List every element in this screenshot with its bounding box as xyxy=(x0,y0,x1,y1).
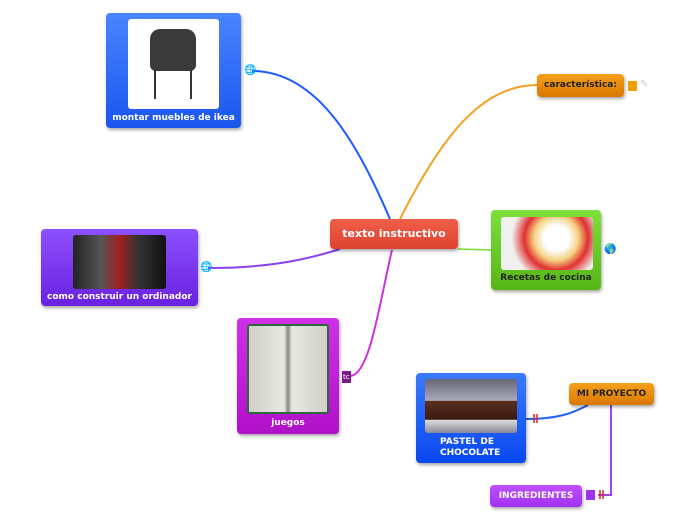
topic-caracteristica[interactable]: característica: xyxy=(537,74,624,97)
cake-image xyxy=(425,379,517,433)
topic-ordinador[interactable]: como construir un ordinador xyxy=(41,229,198,306)
connector-pastel xyxy=(525,404,589,420)
globe-icon[interactable]: 🌐 xyxy=(244,65,257,76)
connector-recetas xyxy=(457,248,492,251)
connector-ingredientes xyxy=(598,405,612,496)
topic-mi-proyecto[interactable]: MI PROYECTO xyxy=(569,383,654,405)
pencil-icon[interactable]: ✎ xyxy=(640,79,649,90)
chair-image xyxy=(128,19,219,109)
topic-label: PASTEL DE CHOCOLATE xyxy=(440,437,501,458)
connector-caracteristica xyxy=(399,84,538,220)
connector-ikea xyxy=(251,70,391,220)
connector-juegos xyxy=(349,249,393,377)
globe-icon[interactable]: 🌐 xyxy=(200,262,213,273)
tag-icon[interactable]: tc xyxy=(342,371,351,383)
topic-recetas[interactable]: Recetas de cocina xyxy=(491,210,601,290)
central-topic[interactable]: texto instructivo xyxy=(330,219,458,249)
connector-ordinador xyxy=(207,248,341,269)
notes-icon[interactable] xyxy=(628,81,637,91)
topic-label: juegos xyxy=(271,418,305,428)
topic-montar-muebles[interactable]: montar muebles de ikea xyxy=(106,13,241,128)
globe-icon[interactable]: 🌎 xyxy=(604,244,617,255)
book-image xyxy=(247,324,329,414)
topic-juegos[interactable]: juegos xyxy=(237,318,339,434)
computer-image xyxy=(73,235,166,289)
cupcake-image xyxy=(501,217,593,270)
topic-label: como construir un ordinador xyxy=(47,292,192,302)
topic-ingredientes[interactable]: INGREDIENTES xyxy=(490,485,582,507)
topic-label: Recetas de cocina xyxy=(500,273,592,283)
topic-label: montar muebles de ikea xyxy=(112,113,235,123)
notes-icon[interactable] xyxy=(586,490,595,500)
topic-pastel[interactable]: PASTEL DE CHOCOLATE xyxy=(416,373,526,463)
